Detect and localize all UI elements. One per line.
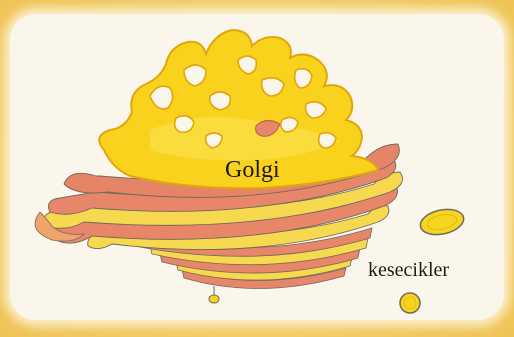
golgi-label: Golgi — [225, 157, 280, 184]
vesicles-label: kesecikler — [368, 259, 449, 282]
vesicle-large — [418, 206, 466, 239]
golgi-fenestration — [175, 116, 194, 133]
vesicle-small — [400, 293, 420, 313]
budding-vesicle — [209, 295, 219, 303]
